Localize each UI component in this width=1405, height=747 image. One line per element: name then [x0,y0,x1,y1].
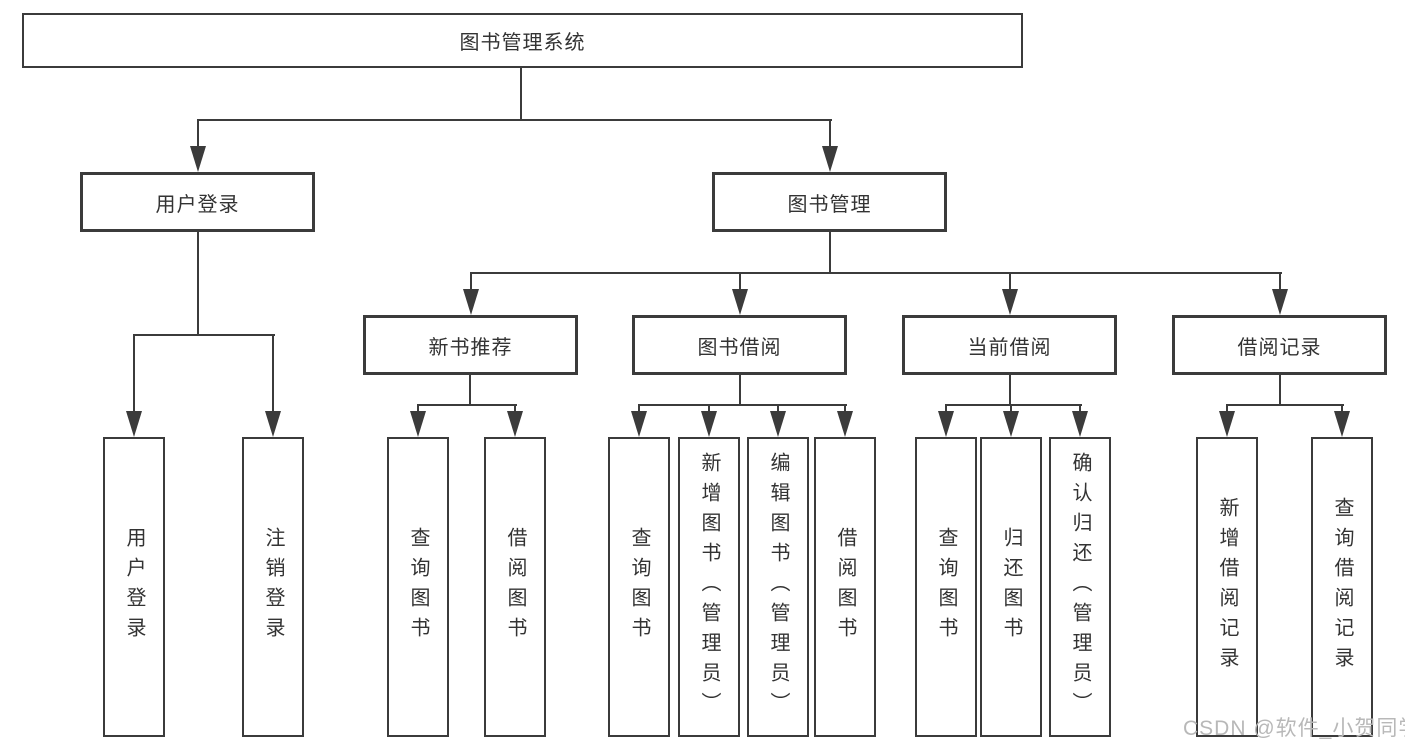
arrow-down-icon [938,411,954,437]
leaf-user-login: 用户登录 [103,437,165,737]
leaf-edit-book-admin: 编辑图书（管理员） [747,437,809,737]
leaf-query-borrow-record: 查询借阅记录 [1311,437,1373,737]
arrow-down-icon [1334,411,1350,437]
leaf-user-login-label: 用户登录 [123,527,145,647]
leaf-return-book: 归还图书 [980,437,1042,737]
arrow-down-icon [126,411,142,437]
leaf-borrow-books-borrowing: 借阅图书 [814,437,876,737]
node-borrow-records: 借阅记录 [1172,315,1387,375]
arrow-down-icon [701,411,717,437]
connector-drop-leaf [945,404,947,413]
connector-new-book-stem [469,373,471,406]
node-user-login: 用户登录 [80,172,315,232]
connector-borrow-records-hbar [1226,404,1344,406]
leaf-add-borrow-record: 新增借阅记录 [1196,437,1258,737]
connector-root-stem [520,68,522,120]
connector-drop-book-management [829,119,831,148]
node-current-borrowing: 当前借阅 [902,315,1117,375]
arrow-down-icon [822,146,838,172]
connector-drop-leaf [1226,404,1228,413]
leaf-query-books-recommend: 查询图书 [387,437,449,737]
connector-book-borrowing-hbar [638,404,847,406]
arrow-down-icon [1072,411,1088,437]
arrow-down-icon [265,411,281,437]
leaf-query-borrow-record-label: 查询借阅记录 [1331,497,1353,677]
connector-level3-hbar [470,272,1282,274]
arrow-down-icon [1003,411,1019,437]
leaf-confirm-return-admin-label: 确认归还（管理员） [1069,452,1091,722]
connector-user-login-stem [197,230,199,336]
leaf-borrow-books-recommend: 借阅图书 [484,437,546,737]
connector-drop-leaf [1010,404,1012,413]
node-current-borrowing-label: 当前借阅 [967,336,1052,359]
arrow-down-icon [631,411,647,437]
arrow-down-icon [463,289,479,315]
connector-drop-leaf [133,334,135,413]
connector-drop-leaf [708,404,710,413]
leaf-borrow-books-recommend-label: 借阅图书 [504,527,526,647]
watermark-csdn: CSDN @软件_小贺同学 [1183,717,1405,740]
connector-drop-level3 [1279,272,1281,291]
leaf-borrow-books-borrowing-label: 借阅图书 [834,527,856,647]
node-new-book-recommend: 新书推荐 [363,315,578,375]
node-new-book-recommend-label: 新书推荐 [428,336,513,359]
connector-user-login-hbar [133,334,275,336]
connector-drop-level3 [739,272,741,291]
node-borrow-records-label: 借阅记录 [1237,336,1322,359]
connector-drop-leaf [638,404,640,413]
arrow-down-icon [1219,411,1235,437]
node-root-label: 图书管理系统 [459,32,586,54]
connector-new-book-hbar [417,404,517,406]
leaf-add-book-admin: 新增图书（管理员） [678,437,740,737]
connector-borrow-records-stem [1279,373,1281,406]
leaf-edit-book-admin-label: 编辑图书（管理员） [767,452,789,722]
connector-current-borrowing-hbar [945,404,1082,406]
arrow-down-icon [732,289,748,315]
leaf-query-books-current: 查询图书 [915,437,977,737]
arrow-down-icon [190,146,206,172]
node-book-borrowing-label: 图书借阅 [697,336,782,359]
connector-drop-leaf [1341,404,1343,413]
arrow-down-icon [770,411,786,437]
leaf-return-book-label: 归还图书 [1000,527,1022,647]
connector-current-borrowing-stem [1009,373,1011,406]
leaf-query-books-recommend-label: 查询图书 [407,527,429,647]
leaf-query-books-borrowing-label: 查询图书 [628,527,650,647]
connector-drop-leaf [777,404,779,413]
node-book-management: 图书管理 [712,172,947,232]
connector-drop-user-login [197,119,199,148]
connector-drop-level3 [470,272,472,291]
arrow-down-icon [1002,289,1018,315]
connector-level2-hbar [197,119,832,121]
connector-drop-leaf [514,404,516,413]
leaf-logout-label: 注销登录 [262,527,284,647]
node-root: 图书管理系统 [22,13,1023,68]
node-book-management-label: 图书管理 [787,193,872,216]
leaf-query-books-current-label: 查询图书 [935,527,957,647]
leaf-add-borrow-record-label: 新增借阅记录 [1216,497,1238,677]
connector-book-borrowing-stem [739,373,741,406]
leaf-logout: 注销登录 [242,437,304,737]
node-book-borrowing: 图书借阅 [632,315,847,375]
connector-drop-leaf [1079,404,1081,413]
arrow-down-icon [410,411,426,437]
connector-book-management-stem [829,230,831,274]
arrow-down-icon [1272,289,1288,315]
leaf-query-books-borrowing: 查询图书 [608,437,670,737]
arrow-down-icon [837,411,853,437]
arrow-down-icon [507,411,523,437]
connector-drop-leaf [417,404,419,413]
connector-drop-leaf [272,334,274,413]
leaf-confirm-return-admin: 确认归还（管理员） [1049,437,1111,737]
node-user-login-label: 用户登录 [155,193,240,216]
connector-drop-level3 [1009,272,1011,291]
connector-drop-leaf [844,404,846,413]
leaf-add-book-admin-label: 新增图书（管理员） [698,452,720,722]
